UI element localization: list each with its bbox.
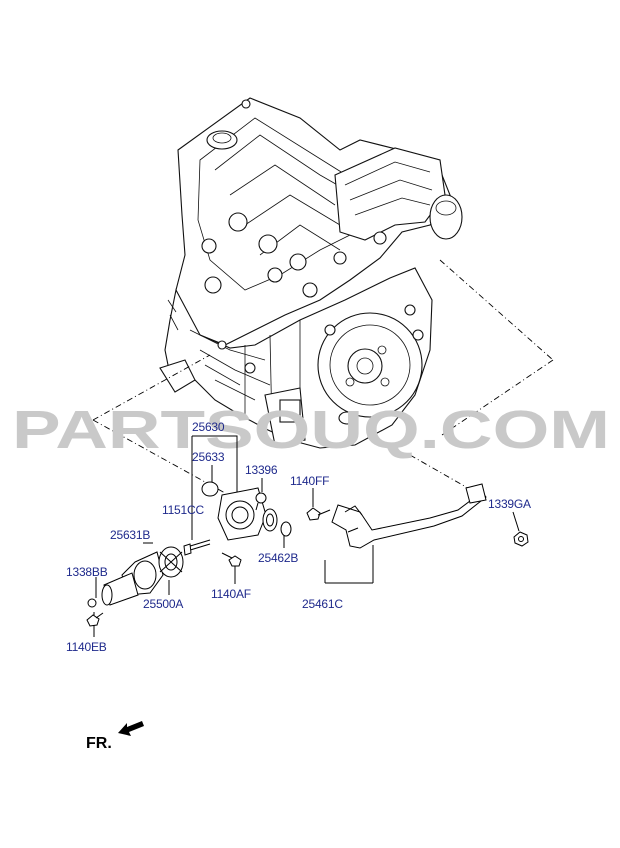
label-1140FF[interactable]: 1140FF [290,474,329,488]
bolt-1140EB-part [86,612,104,627]
bolt-13396-part [255,492,267,511]
o-ring-25462B-part [280,521,292,537]
label-25461C[interactable]: 25461C [302,597,344,611]
front-label: FR. [86,735,112,752]
stud-1151CC-part [183,539,211,556]
label-1140EB[interactable]: 1140EB [66,640,107,654]
front-arrow-icon [118,721,144,736]
front-direction-indicator: FR. [86,721,144,752]
water-pipe-25461C-part [331,483,487,549]
label-1339GA[interactable]: 1339GA [488,497,531,511]
bolt-1338BB-part [87,598,97,608]
part-labels: 25630 25633 13396 1140FF 1151CC 1339GA 2… [66,420,531,654]
outlet-25631B-part [101,551,164,606]
thermostat-25500A-part [158,546,184,578]
label-25630[interactable]: 25630 [192,420,225,434]
label-25500A[interactable]: 25500A [143,597,184,611]
label-13396[interactable]: 13396 [245,463,278,477]
thermostat-housing-part [217,487,278,541]
label-1338BB[interactable]: 1338BB [66,565,108,579]
label-1151CC[interactable]: 1151CC [162,503,205,517]
watermark: PARTSOUQ.COM [12,400,610,460]
label-1140AF[interactable]: 1140AF [211,587,251,601]
bolt-1140AF-part [221,552,242,567]
label-25633[interactable]: 25633 [192,450,225,464]
gasket-25633-part [201,481,219,497]
label-25462B[interactable]: 25462B [258,551,299,565]
engine-block-illustration [159,97,463,449]
bolt-1140FF-part [306,507,331,521]
label-25631B[interactable]: 25631B [110,528,151,542]
nut-1339GA-part [513,531,529,547]
